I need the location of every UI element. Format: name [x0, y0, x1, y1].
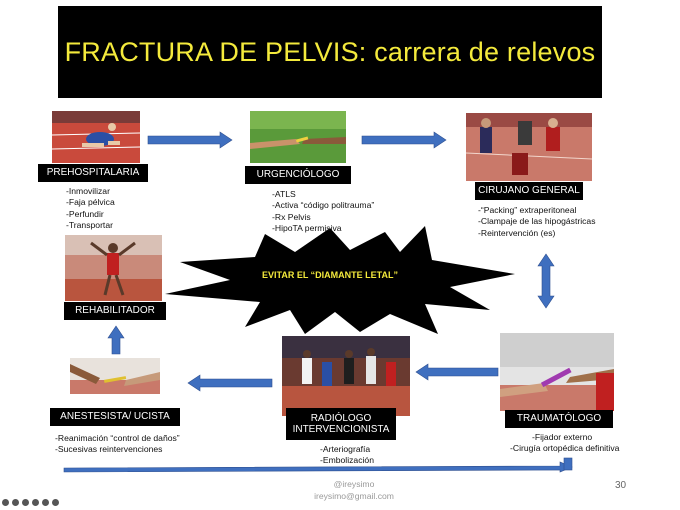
grid-icon[interactable]	[22, 499, 29, 506]
item-anestesista: -Reanimación “control de daños”	[55, 433, 180, 443]
item-urgenciologo: -ATLS	[272, 189, 296, 199]
photo-baton-pass	[250, 111, 346, 163]
item-urgenciologo: -HipoTA permisiva	[272, 223, 342, 234]
next-slide-icon[interactable]	[52, 499, 59, 506]
list-prehospitalaria: -Inmovilizar -Faja pélvica -Perfundir -T…	[66, 186, 115, 231]
title-bar: FRACTURA DE PELVIS: carrera de relevos	[58, 6, 602, 98]
slide-title: FRACTURA DE PELVIS: carrera de relevos	[64, 36, 596, 67]
footer-email: ireysimo@gmail.com	[314, 491, 394, 501]
label-radiologo: RADIÓLOGO INTERVENCIONISTA	[286, 408, 396, 440]
photo-runner-finish	[65, 235, 162, 301]
list-cirujano: -“Packing” extraperitoneal -Clampaje de …	[478, 205, 596, 239]
list-urgenciologo: -ATLS -Activa “código politrauma” -Rx Pe…	[272, 189, 374, 234]
label-anestesista: ANESTESISTA/ UCISTA	[50, 408, 180, 426]
item-anestesista: -Sucesivas reintervenciones	[55, 444, 163, 455]
item-cirujano: -Reintervención (es)	[478, 227, 556, 238]
item-prehospitalaria: -Transportar	[66, 220, 113, 231]
slide-toolbar	[2, 499, 59, 506]
photo-sprint-race	[282, 336, 410, 416]
item-radiologo: -Arteriografía	[320, 444, 371, 454]
arrow-radio-to-anest	[187, 374, 273, 392]
list-radiologo: -Arteriografía -Embolización	[320, 444, 374, 467]
menu-icon[interactable]	[42, 499, 49, 506]
item-traumatologo: -Fijador externo	[532, 432, 593, 442]
item-urgenciologo: -Rx Pelvis	[272, 211, 311, 222]
photo-relay-runners	[466, 113, 592, 181]
pen-icon[interactable]	[12, 499, 19, 506]
item-cirujano: -Clampaje de las hipogástricas	[478, 216, 596, 227]
item-prehospitalaria: -Inmovilizar	[66, 186, 110, 196]
photo-runner-start	[52, 111, 140, 163]
photo-baton-handoff	[500, 333, 614, 411]
item-urgenciologo: -Activa “código politrauma”	[272, 200, 375, 211]
label-urgenciologo: URGENCIÓLOGO	[245, 166, 351, 184]
label-cirujano: CIRUJANO GENERAL	[475, 182, 583, 200]
arrow-pre-to-urg	[147, 131, 233, 149]
arrow-urg-to-cir	[361, 131, 447, 149]
label-traumatologo: TRAUMATÓLOGO	[505, 410, 613, 428]
item-traumatologo: -Cirugía ortopédica definitiva	[510, 443, 620, 454]
item-cirujano: -“Packing” extraperitoneal	[478, 205, 577, 215]
list-anestesista: -Reanimación “control de daños” -Sucesiv…	[55, 433, 180, 456]
label-prehospitalaria: PREHOSPITALARIA	[38, 164, 148, 182]
arrow-anest-to-rehab	[107, 325, 125, 355]
label-radiologo-line2: INTERVENCIONISTA	[292, 424, 390, 435]
label-radiologo-line1: RADIÓLOGO	[310, 412, 372, 424]
prev-slide-icon[interactable]	[2, 499, 9, 506]
arrow-cir-trauma	[537, 253, 555, 309]
photo-baton-exchange	[70, 358, 160, 394]
zoom-icon[interactable]	[32, 499, 39, 506]
footer-handle: @ireysimo	[333, 479, 375, 489]
item-radiologo: -Embolización	[320, 455, 374, 466]
label-rehabilitador: REHABILITADOR	[64, 302, 166, 320]
page-number: 30	[615, 480, 627, 491]
center-text: EVITAR EL “DIAMANTE LETAL”	[262, 270, 398, 280]
list-traumatologo: -Fijador externo -Cirugía ortopédica def…	[510, 432, 619, 455]
arrow-trauma-to-radio	[415, 363, 499, 381]
lethal-diamond-star	[165, 226, 515, 334]
item-prehospitalaria: -Faja pélvica	[66, 197, 115, 208]
item-prehospitalaria: -Perfundir	[66, 208, 104, 219]
arrow-bottom-long	[63, 457, 573, 473]
